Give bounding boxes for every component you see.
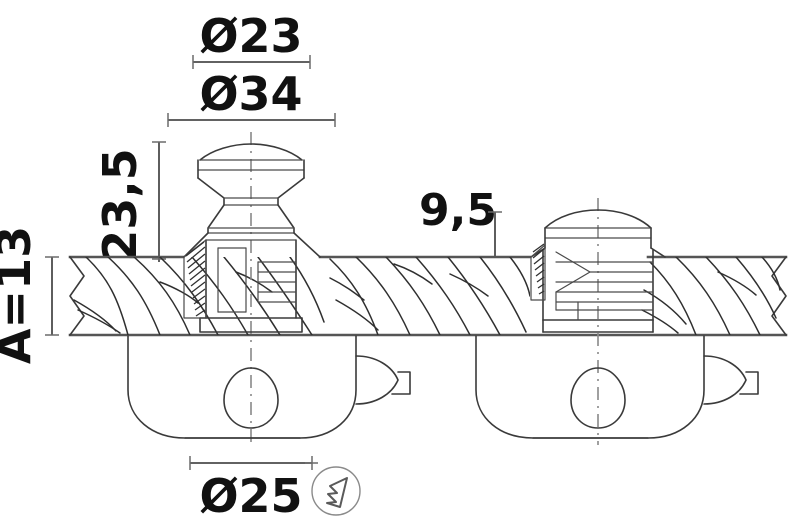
bowl-handle-right [703, 355, 747, 405]
dimension-dia-25-label: Ø25 [199, 469, 302, 521]
view-right-flush-knob [530, 198, 666, 445]
wood-grain-middle [329, 257, 530, 335]
knob-shoulder-left [207, 204, 225, 234]
dimension-height-9-5: 9,5 [419, 185, 502, 258]
bottom-view-left-bowl [127, 335, 411, 439]
dimension-dia-25: Ø25 [189, 456, 313, 521]
dimension-height-23-5: 23,5 [93, 141, 166, 262]
finish-symbol-zigzag-icon [326, 477, 348, 508]
dimension-dia-23-label: Ø23 [199, 9, 302, 63]
dimension-height-23-5-label: 23,5 [93, 148, 147, 262]
bowl-egg-hole-left [223, 367, 279, 429]
bowl-outline-left [127, 335, 357, 439]
bowl-egg-hole-right [570, 367, 626, 429]
dimension-dia-34: Ø34 [167, 67, 336, 127]
bowl-handle-left [355, 355, 399, 405]
wood-grain-left [73, 257, 325, 335]
view-left-raised-knob [183, 132, 321, 445]
wood-grain-right [641, 257, 781, 335]
flush-cap-dome-right [544, 209, 652, 229]
finish-symbol-circle [311, 466, 361, 516]
dimension-thickness-a-13: A=13 [0, 226, 59, 364]
dimension-dia-23: Ø23 [192, 9, 311, 69]
dimension-thickness-a-13-label: A=13 [0, 226, 41, 364]
bowl-outline-right [475, 335, 705, 439]
knob-cap-dome-left [199, 143, 303, 161]
board-break-line-left [69, 256, 85, 336]
bowl-handle-tab-right [739, 371, 759, 395]
board-break-line-right [771, 256, 787, 336]
dimension-dia-34-label: Ø34 [199, 67, 302, 121]
knob-shoulder-right [277, 204, 295, 234]
surface-finish-symbol [305, 462, 361, 516]
knob-waist-left-side [197, 177, 225, 206]
knob-flange-right-skirt [293, 232, 321, 258]
bottom-view-right-bowl [475, 335, 759, 439]
dimension-height-9-5-label: 9,5 [419, 185, 497, 236]
knob-waist-right-side [277, 177, 305, 206]
knob-flange-left-skirt [183, 232, 209, 258]
section-hatch-left-seat [183, 239, 207, 319]
bowl-handle-tab-left [391, 371, 411, 395]
knob-body-base-plate [199, 317, 303, 333]
section-hatch-right-seat [530, 243, 546, 301]
flush-bore-cone [555, 251, 591, 293]
panel-board-section [68, 255, 788, 337]
